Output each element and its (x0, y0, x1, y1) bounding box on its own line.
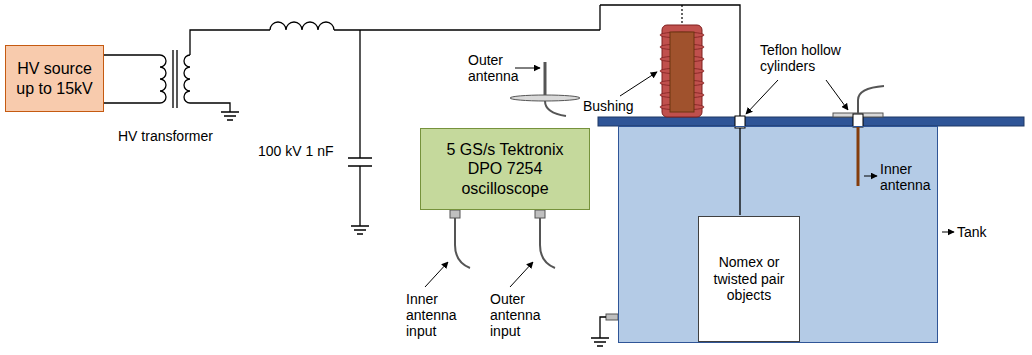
tank-fill (618, 126, 938, 343)
input-connector (450, 210, 460, 218)
primary-coil (160, 55, 166, 103)
signal-label: Inner antenna input (406, 291, 457, 339)
leader-line (515, 68, 540, 69)
bushing-core (670, 32, 694, 112)
part-label: Inner antenna (880, 161, 931, 193)
part-label: Teflon hollow cylinders (760, 42, 860, 74)
leader-line (942, 232, 954, 233)
leader-line (864, 176, 877, 177)
hv-wire (739, 128, 740, 215)
input-connector (535, 210, 545, 218)
antenna-cable (858, 86, 884, 113)
leader-line (425, 262, 448, 287)
hv-wire (334, 5, 740, 117)
outer-antenna-rod (544, 62, 547, 97)
tank-box: Nomex or twisted pair objectsTank (618, 126, 938, 343)
outer-antenna-disc (510, 95, 580, 101)
source-box: HV source up to 15kV (5, 45, 104, 112)
antenna-cable (545, 101, 566, 116)
part-label: HV transformer (118, 128, 213, 144)
bushing-lead (681, 5, 682, 25)
primary-wire (98, 55, 160, 103)
secondary-wire (190, 30, 270, 112)
capacitor-symbol (348, 30, 372, 226)
inductor-symbol (270, 22, 334, 30)
transformer-core (173, 50, 177, 108)
ground-symbol (221, 112, 239, 120)
ground-symbol (591, 338, 609, 346)
node-text: 5 GS/s Tektronix DPO 7254 oscilloscope (438, 140, 573, 198)
part-label: Outer antenna (468, 52, 519, 84)
leader-line (746, 80, 778, 114)
node-text: HV source up to 15kV (12, 59, 97, 97)
object-box: Nomex or twisted pair objects (698, 216, 800, 342)
leader-line (510, 262, 533, 287)
ground-wire (600, 317, 606, 338)
value-label: 100 kV 1 nF (258, 143, 334, 159)
ground-terminal (606, 314, 618, 320)
secondary-coil (184, 55, 190, 103)
signal-label: Outer antenna input (490, 291, 541, 339)
ground-symbol (351, 226, 369, 234)
node-text: Nomex or twisted pair objects (705, 254, 793, 304)
node-text: Tank (957, 224, 987, 241)
inner-antenna-rod (857, 127, 860, 186)
part-label: Bushing (583, 98, 634, 114)
leader-line (620, 72, 657, 96)
input-cable (455, 218, 470, 268)
input-cable (540, 218, 555, 268)
leader-line (826, 80, 848, 110)
oscilloscope-box: 5 GS/s Tektronix DPO 7254 oscilloscope (420, 128, 590, 210)
tank-lid (598, 117, 1024, 126)
